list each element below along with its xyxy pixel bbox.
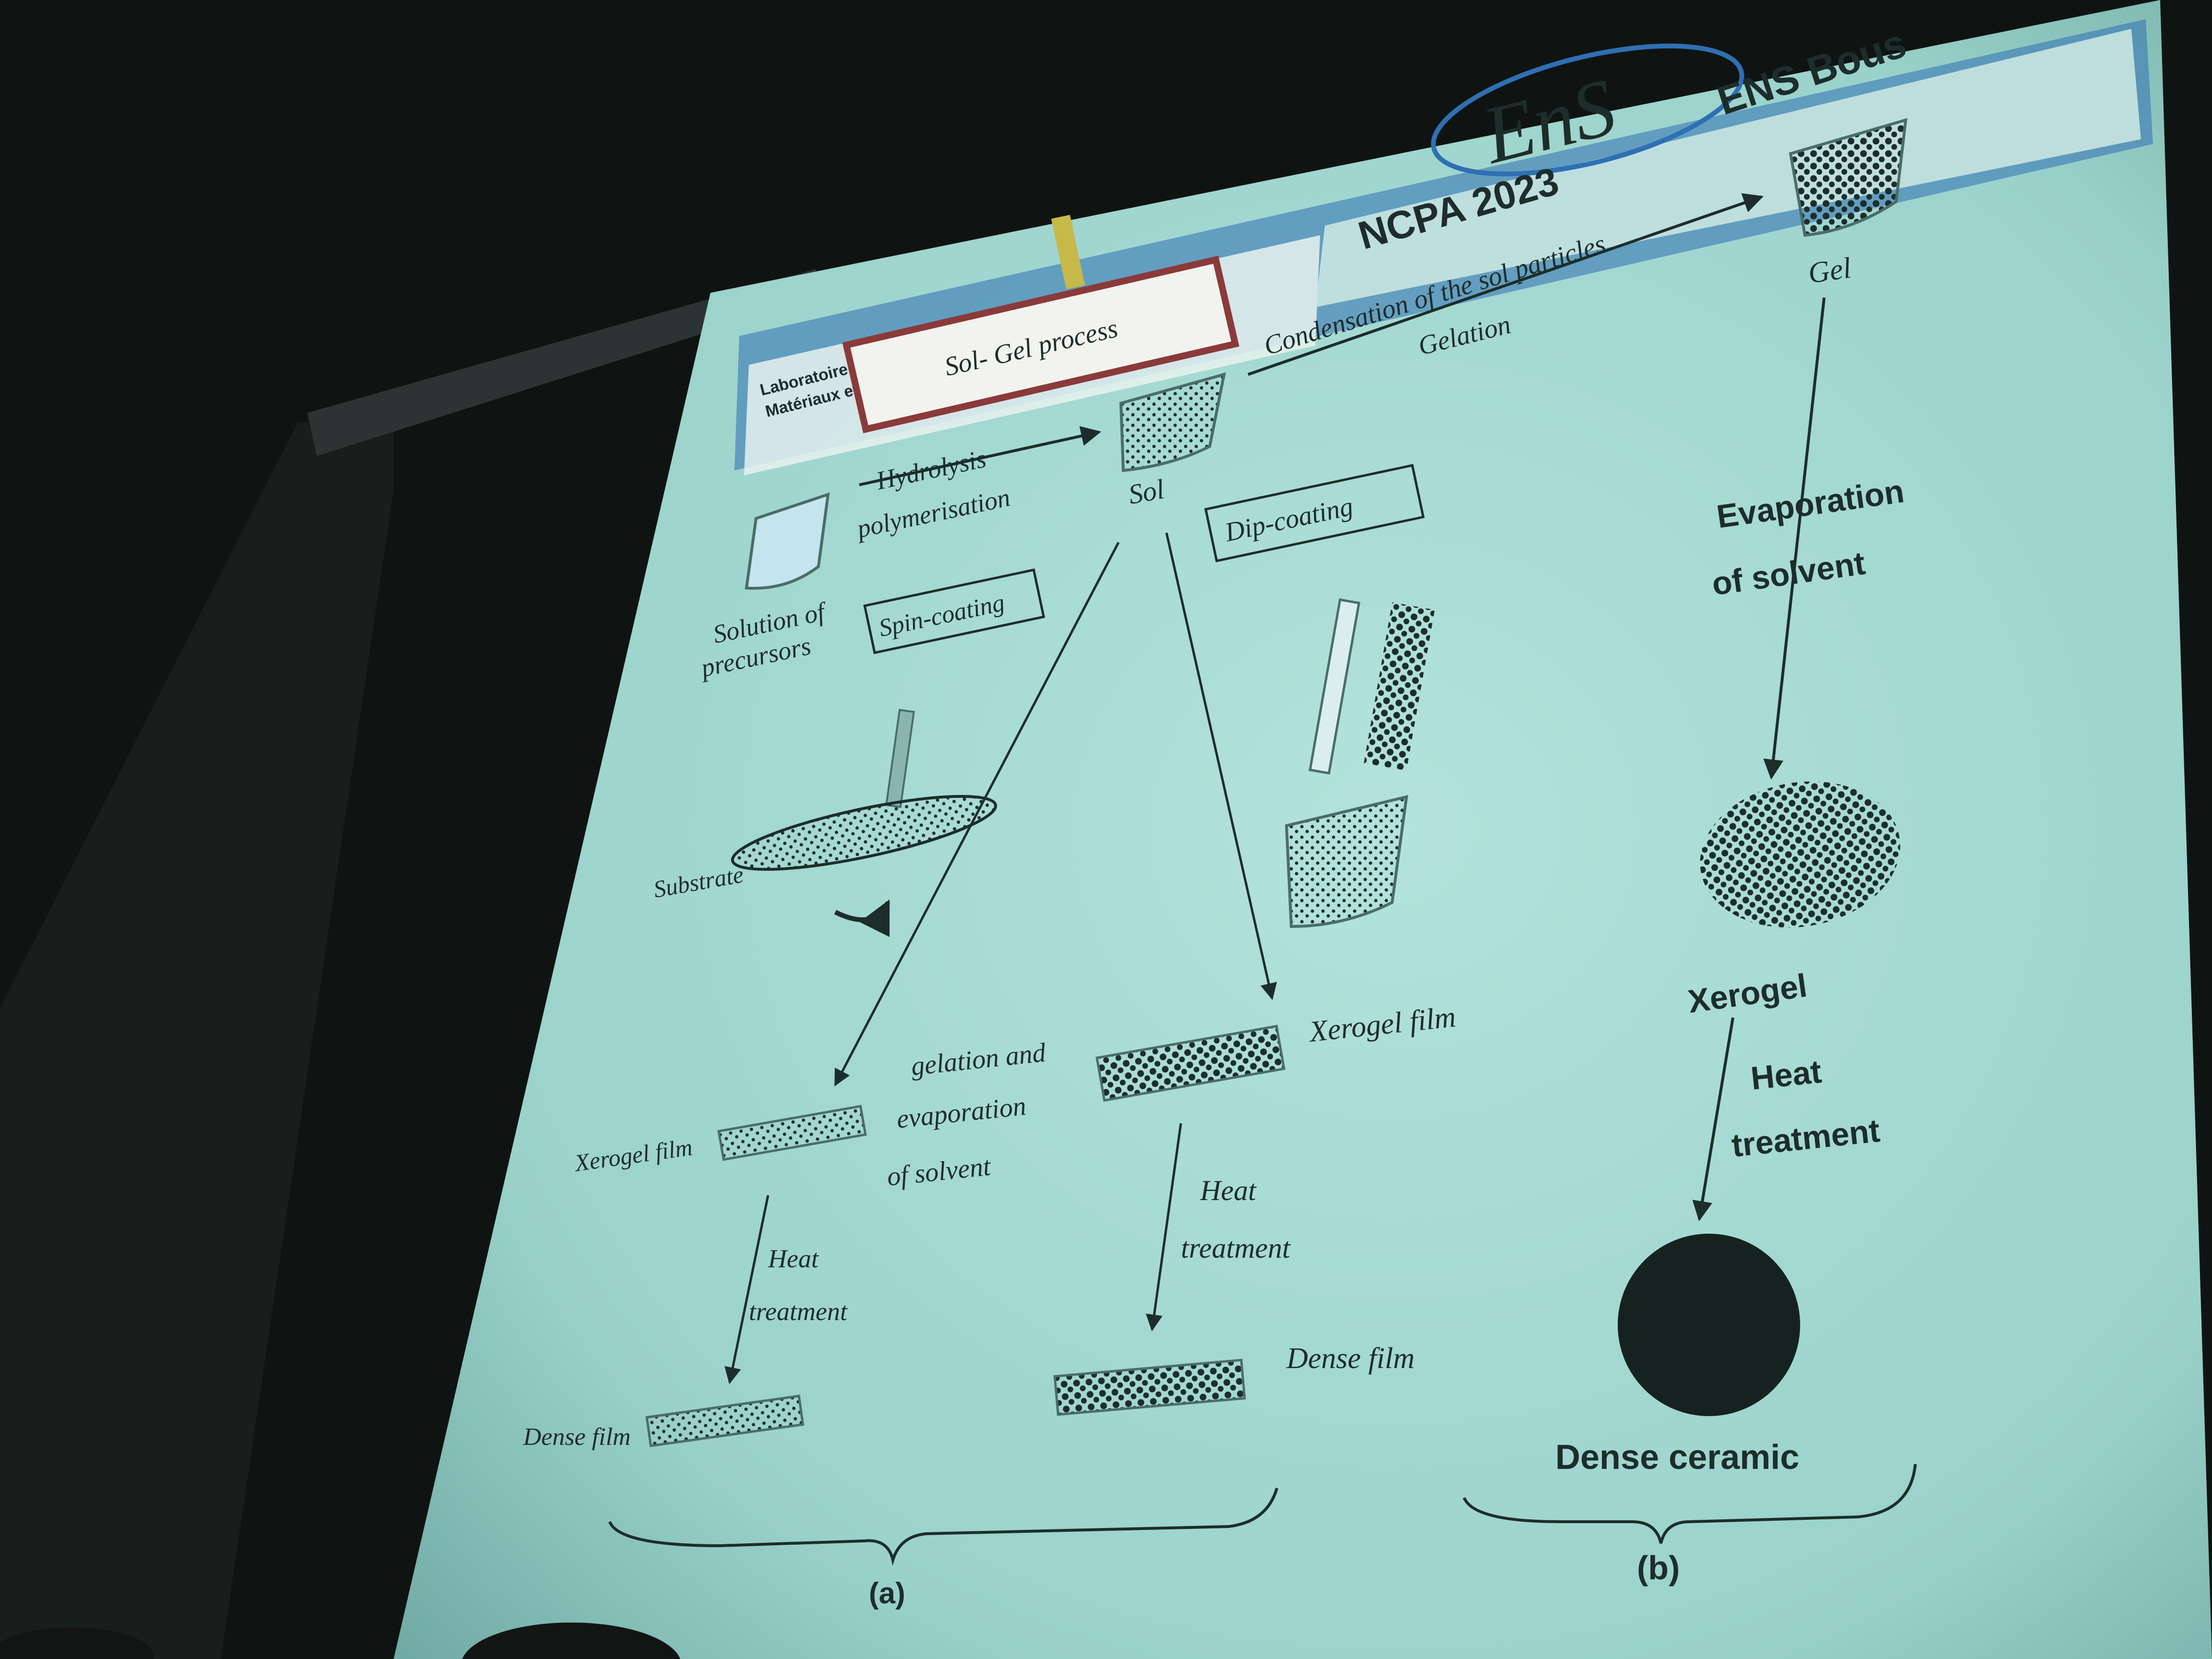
audience-head [462,1623,681,1659]
brace-b [1463,1464,1917,1544]
hydrolysis-arrow [859,426,1102,486]
label-a: (a) [869,1577,905,1610]
substrate-disc-icon [731,794,998,871]
room-wall-edge [0,422,394,1659]
sol-label: Sol [1126,473,1166,510]
rotation-icon [834,899,890,938]
condensation-arrow [1248,193,1764,376]
spin-heat-arrow [724,1195,769,1384]
dip-beaker-icon [1285,795,1408,928]
sol-beaker-icon [1119,372,1226,472]
dip-coated-substrate-icon [1364,602,1435,771]
ens-logo-panel [1315,29,2141,307]
brace-a [608,1488,1278,1566]
heat-label-a2-1: Heat [1200,1175,1257,1206]
spin-dense-film-label: Dense film [523,1423,631,1451]
dense-ceramic-icon [1618,1234,1800,1416]
heat-label-a1-2: treatment [749,1297,848,1326]
dip-substrate-icon [1309,598,1360,775]
spin-dense-film-icon [645,1395,805,1447]
screen-roller [307,269,816,456]
dip-dense-film-icon [1053,1358,1246,1416]
audience-head-left [0,1627,154,1659]
dip-heat-arrow [1146,1123,1182,1332]
xerogel-particles-icon [1700,781,1900,928]
dip-xerogel-film-icon [1095,1024,1286,1102]
label-b: (b) [1637,1549,1680,1587]
xerogel-to-ceramic-arrow [1692,1017,1734,1222]
heat-label-b-1: Heat [1749,1053,1824,1097]
heat-label-a1-1: Heat [768,1244,819,1273]
gel-label: Gel [1806,252,1853,290]
title-box: Sol- Gel process [842,255,1239,433]
gel-beaker-icon [1789,118,1908,237]
spin-xerogel-film-icon [717,1105,867,1161]
lab-emblem-icon [1051,215,1085,289]
sol-to-dip-arrow [1165,532,1277,1000]
dense-ceramic-label: Dense ceramic [1555,1438,1799,1477]
sol-to-spin-arrow [834,541,1120,1087]
gel-to-xerogel-arrow [1763,297,1826,780]
heat-label-a2-2: treatment [1181,1232,1291,1264]
precursor-beaker-icon [745,492,830,590]
dip-dense-film-label: Dense film [1286,1342,1415,1375]
